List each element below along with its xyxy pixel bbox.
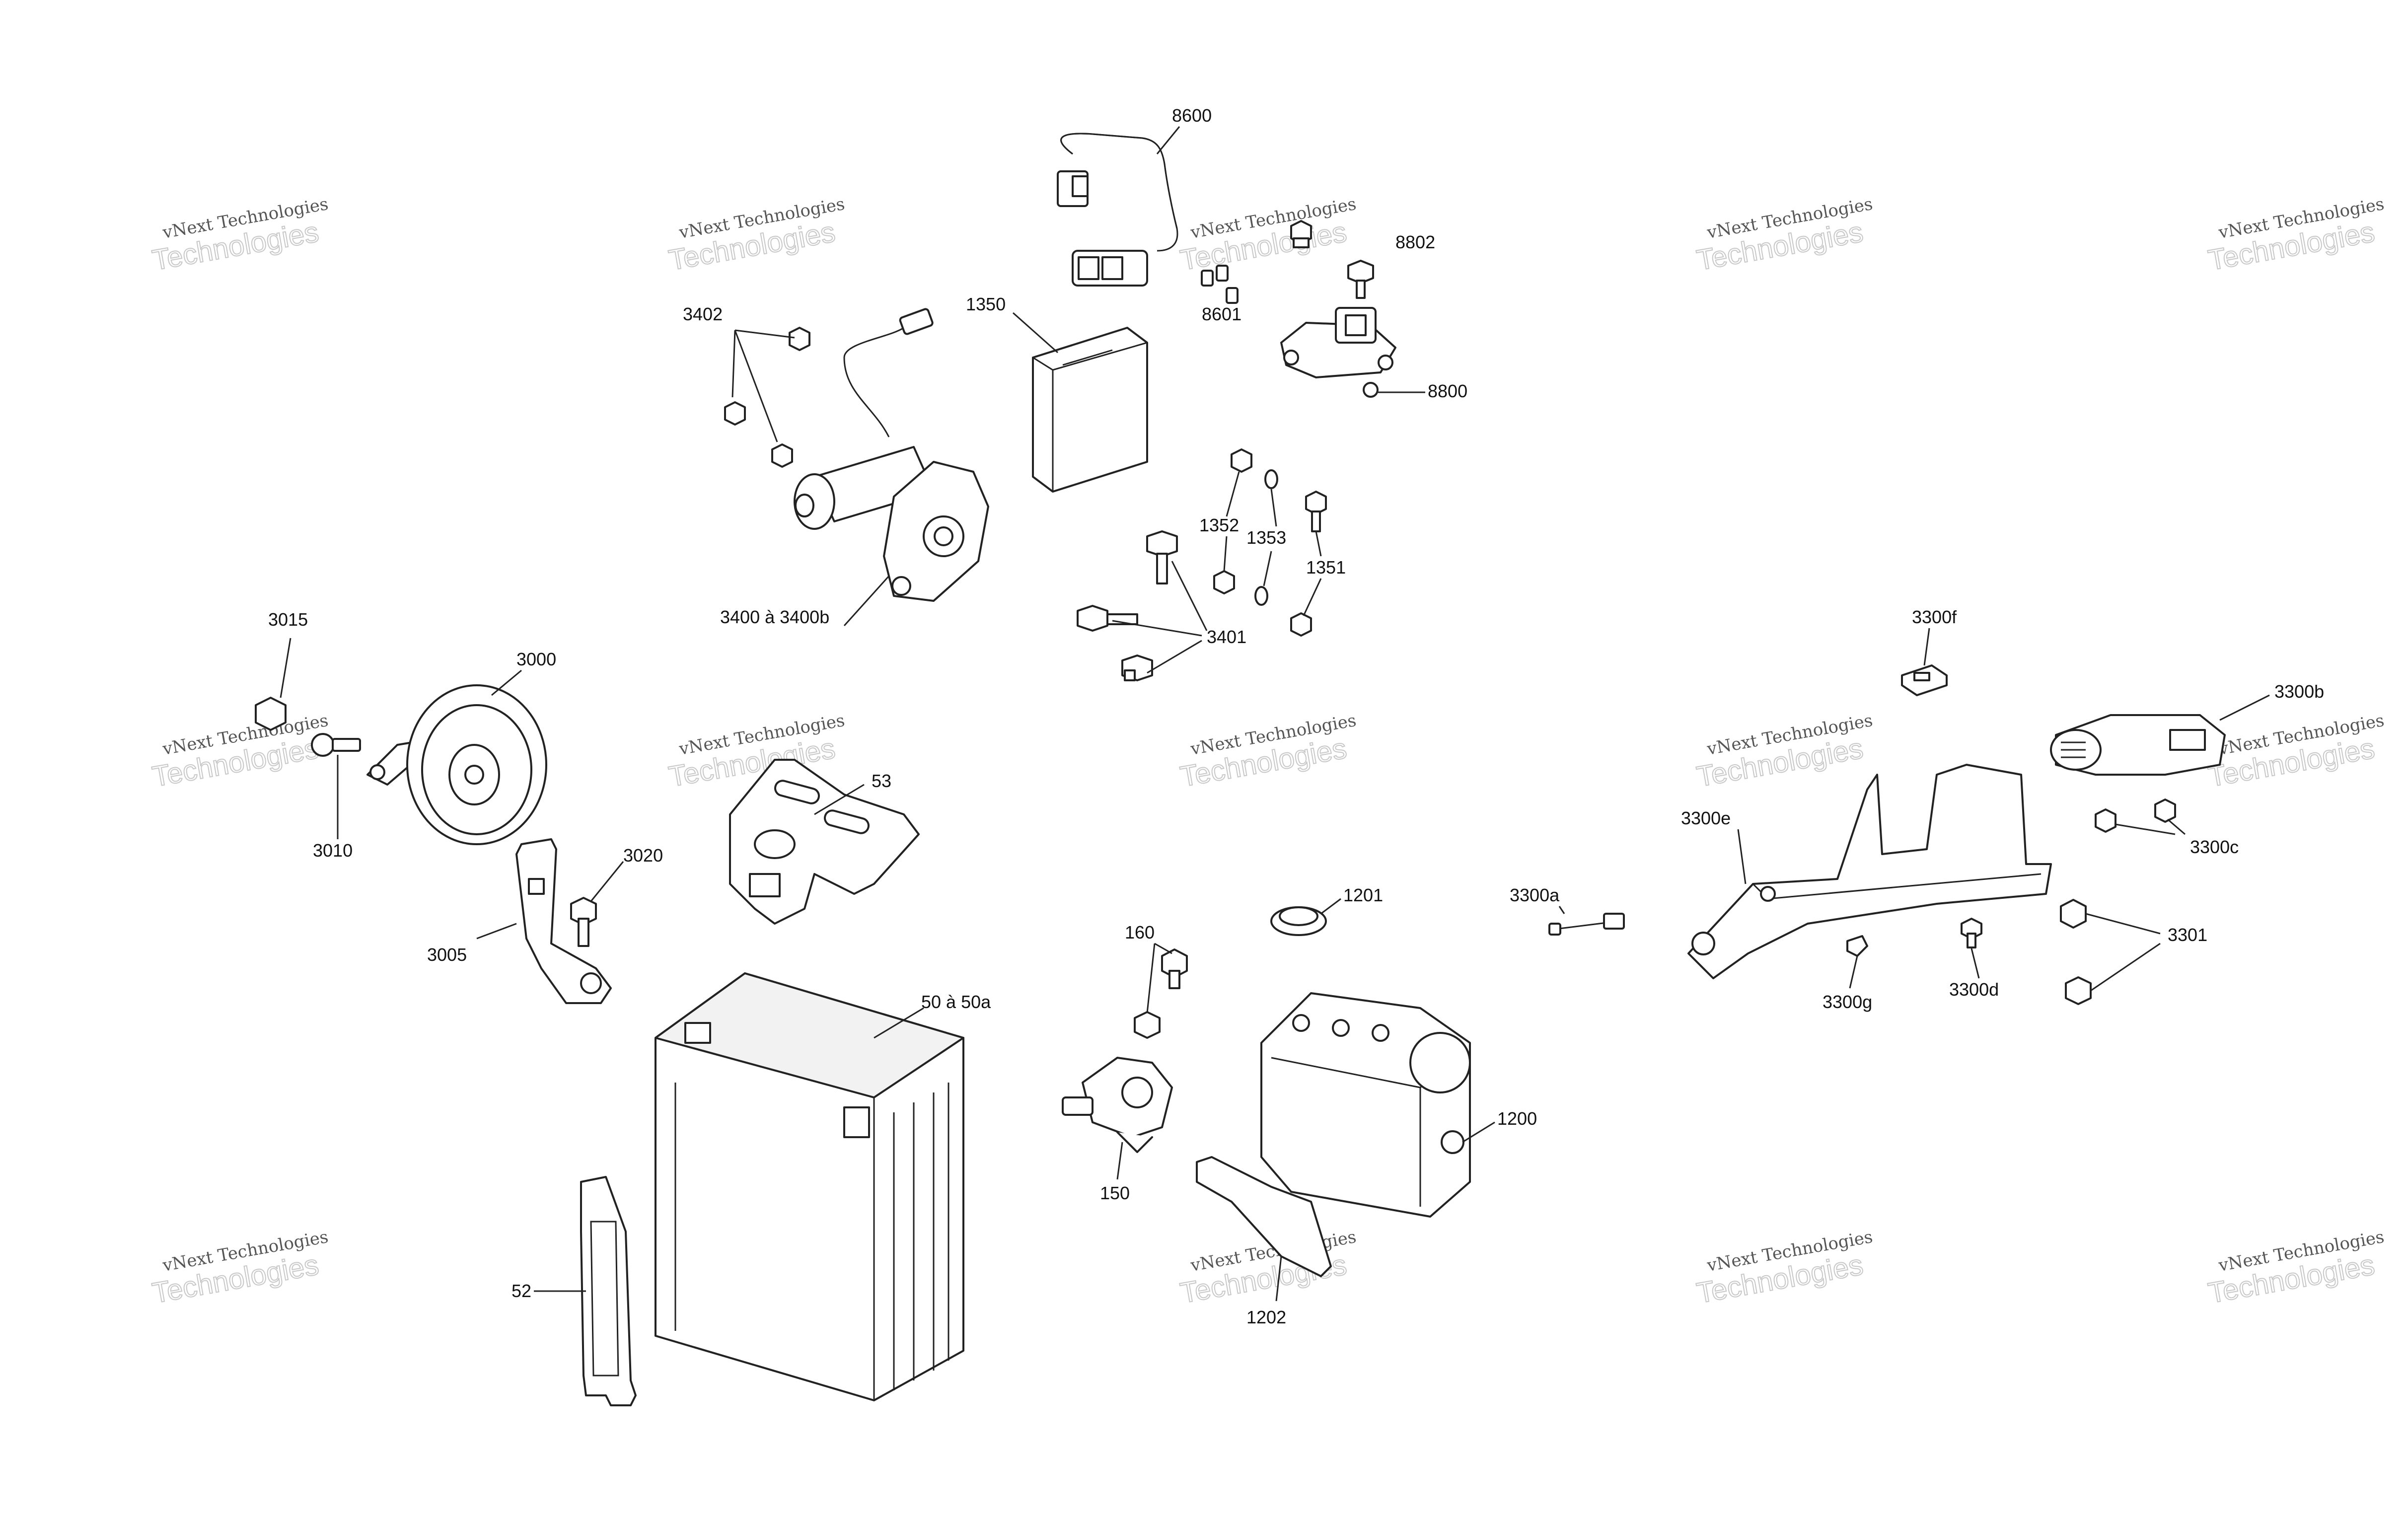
callout-1202[interactable]: 1202 (1246, 1307, 1286, 1327)
callout-3401[interactable]: 3401 (1207, 627, 1246, 647)
part-150-relay[interactable] (1062, 1057, 1173, 1180)
part-3301-bolts[interactable] (2060, 899, 2161, 1005)
part-1351-screws[interactable] (1290, 491, 1327, 637)
callout-3300e[interactable]: 3300e (1681, 808, 1731, 828)
callout-8601[interactable]: 8601 (1202, 304, 1241, 324)
part-1352-nuts[interactable] (1213, 448, 1252, 594)
part-3015-nut[interactable] (255, 638, 292, 731)
callout-1352[interactable]: 1352 (1199, 515, 1239, 535)
callout-50[interactable]: 50 à 50a (921, 992, 991, 1012)
callout-8802[interactable]: 8802 (1395, 232, 1435, 252)
part-160-screws[interactable] (1134, 943, 1188, 1039)
part-3402-nuts[interactable] (724, 327, 810, 468)
part-3020-bolt[interactable] (570, 861, 624, 947)
callout-3301[interactable]: 3301 (2168, 925, 2207, 945)
part-1200-abs-module[interactable] (1260, 992, 1495, 1218)
callout-1351[interactable]: 1351 (1306, 557, 1346, 578)
part-3005-bracket[interactable] (476, 838, 612, 1004)
part-3300e-bracket[interactable] (1687, 764, 2052, 979)
callout-8600[interactable]: 8600 (1172, 105, 1212, 126)
callout-3300d[interactable]: 3300d (1949, 979, 1999, 1000)
part-1350-control-module[interactable] (1013, 312, 1148, 493)
callout-3300f[interactable]: 3300f (1912, 607, 1957, 627)
part-3400-motor[interactable] (794, 308, 989, 627)
part-3300c-nuts[interactable] (2095, 799, 2186, 835)
callout-1350[interactable]: 1350 (966, 294, 1006, 314)
callout-3402[interactable]: 3402 (683, 304, 723, 324)
part-3300g-clip[interactable] (1846, 935, 1868, 989)
part-3401-bolts[interactable] (1077, 530, 1208, 681)
callout-3300c[interactable]: 3300c (2190, 837, 2239, 857)
part-3300f-clip[interactable] (1901, 628, 1948, 696)
callout-3000[interactable]: 3000 (516, 649, 556, 669)
callout-52[interactable]: 52 (511, 1281, 531, 1301)
part-8802-nut[interactable] (1290, 220, 1312, 248)
callout-3005[interactable]: 3005 (427, 945, 467, 965)
callout-3300b[interactable]: 3300b (2274, 681, 2324, 702)
part-3010-bolt[interactable] (311, 733, 361, 839)
callout-8800[interactable]: 8800 (1428, 381, 1467, 401)
part-3300b-actuator[interactable] (2050, 694, 2270, 776)
callout-160[interactable]: 160 (1125, 922, 1155, 943)
part-52-strap[interactable] (534, 1176, 637, 1406)
callout-3300g[interactable]: 3300g (1823, 992, 1872, 1012)
part-8600-wiring-harness[interactable] (1057, 126, 1180, 287)
callout-53[interactable]: 53 (872, 771, 891, 791)
part-1202-bracket[interactable] (1196, 1156, 1332, 1302)
part-3300d-screw[interactable] (1961, 918, 1982, 979)
part-3300a-wire[interactable] (1548, 906, 1625, 936)
callout-1353[interactable]: 1353 (1246, 527, 1286, 548)
callout-150[interactable]: 150 (1100, 1183, 1130, 1203)
callout-3400[interactable]: 3400 à 3400b (720, 607, 829, 627)
callout-1200[interactable]: 1200 (1497, 1108, 1537, 1129)
part-8802-screw[interactable] (1347, 260, 1374, 299)
part-50-battery[interactable] (655, 972, 964, 1401)
part-3000-horn[interactable] (366, 669, 547, 845)
callout-3010[interactable]: 3010 (313, 840, 353, 861)
callout-1201[interactable]: 1201 (1343, 885, 1383, 905)
part-8601-screws[interactable] (1201, 265, 1239, 304)
callout-3020[interactable]: 3020 (623, 845, 663, 866)
callout-3015[interactable]: 3015 (268, 609, 308, 630)
part-1353-washers[interactable] (1254, 469, 1278, 606)
callout-label-layer: 8600 8802 8601 8800 1350 3402 1352 1353 … (268, 105, 2324, 1327)
callout-3300a[interactable]: 3300a (1510, 885, 1560, 905)
part-1201-grommet[interactable] (1270, 898, 1341, 936)
part-53-battery-bracket[interactable] (729, 759, 920, 925)
part-8800-sensor[interactable] (1280, 307, 1425, 398)
